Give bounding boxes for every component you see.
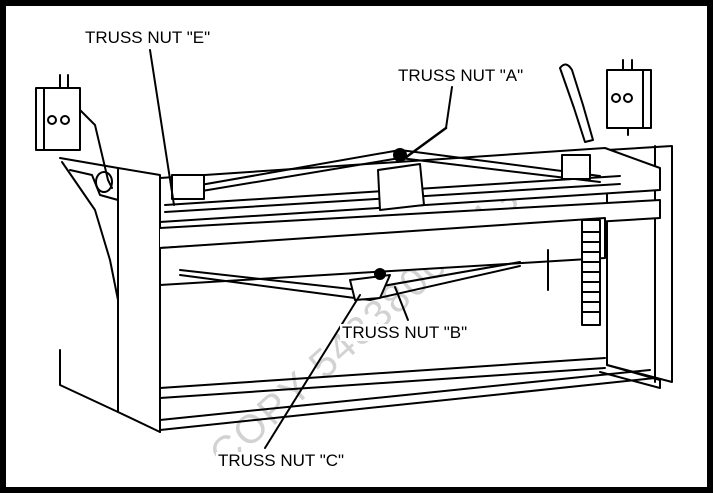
- machine-linework: [35, 49, 673, 449]
- left-side-frame: [117, 167, 161, 433]
- label-truss-nut-b: TRUSS NUT "B": [340, 323, 470, 342]
- left-switch-box: [35, 87, 81, 151]
- label-truss-nut-a: TRUSS NUT "A": [396, 66, 526, 85]
- label-truss-nut-c: TRUSS NUT "C": [216, 451, 347, 470]
- label-truss-nut-e: TRUSS NUT "E": [83, 28, 213, 47]
- right-switch-box: [606, 69, 652, 129]
- lower-bed-beam: [159, 217, 606, 286]
